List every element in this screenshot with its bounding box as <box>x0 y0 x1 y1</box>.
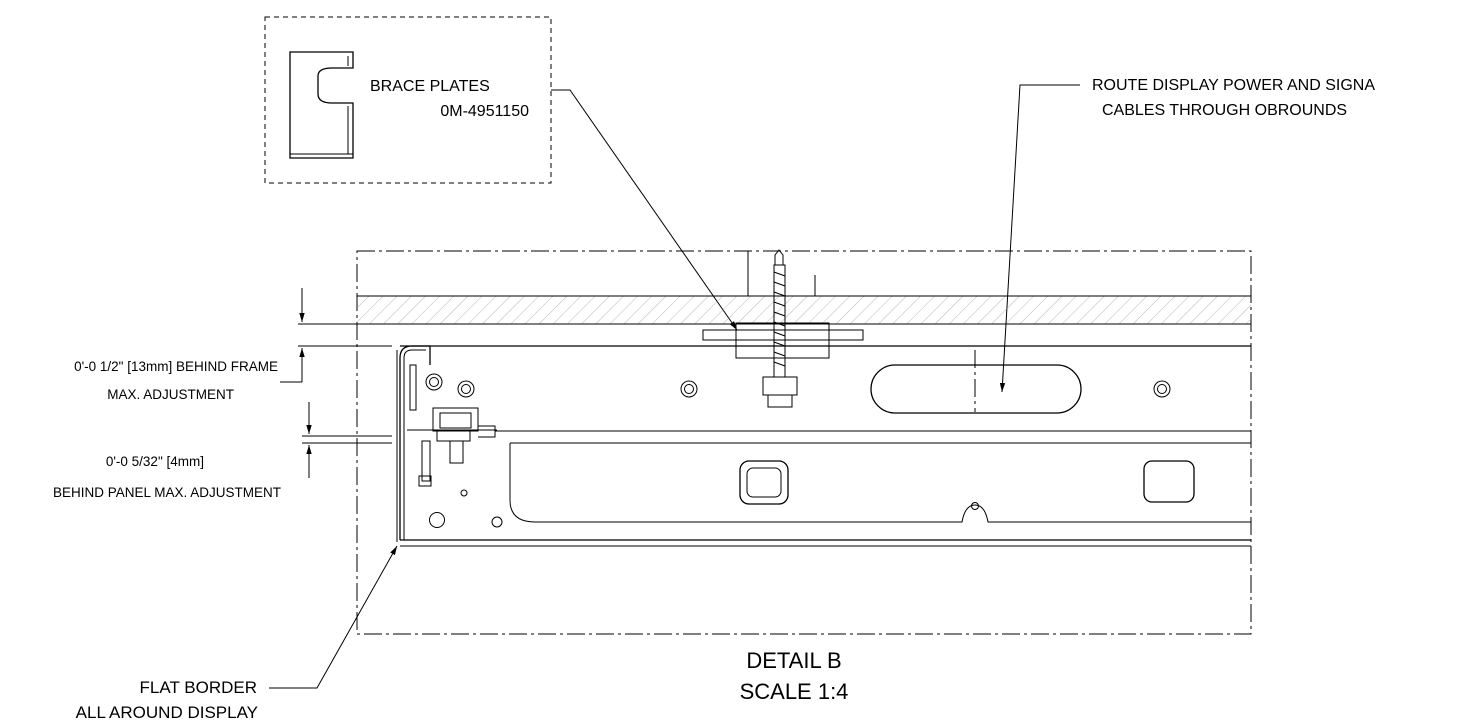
flat-border-leader <box>269 545 398 689</box>
obround <box>870 364 1082 414</box>
brace-plates-label: BRACE PLATES <box>370 78 490 95</box>
brace-plates-part-number: 0M-4951150 <box>440 103 529 120</box>
frame-adjustment-dimension: 0'-0 1/2" [13mm] BEHIND FRAME MAX. ADJUS… <box>74 288 392 402</box>
flat-border-callout: FLAT BORDER ALL AROUND DISPLAY <box>76 545 398 722</box>
frame-adjustment-line2: MAX. ADJUSTMENT <box>107 387 234 402</box>
route-cables-callout: ROUTE DISPLAY POWER AND SIGNA CABLES THR… <box>999 77 1375 393</box>
flat-border-line1: FLAT BORDER <box>140 678 257 697</box>
screw-assembly <box>702 249 864 408</box>
holes-and-obrounds <box>425 350 1195 528</box>
brace-plates-leader <box>551 89 738 331</box>
panel-adjustment-line1: 0'-0 5/32" [4mm] <box>106 454 204 469</box>
panel-adjustment-dimension: 0'-0 5/32" [4mm] BEHIND PANEL MAX. ADJUS… <box>53 402 392 500</box>
brace-plate-shape <box>289 51 354 159</box>
panel-adjustment-line2: BEHIND PANEL MAX. ADJUSTMENT <box>53 485 281 500</box>
route-cables-line1: ROUTE DISPLAY POWER AND SIGNA <box>1092 77 1375 94</box>
brace-plate-inset: BRACE PLATES 0M-4951150 <box>264 16 738 331</box>
frame-adjustment-line1: 0'-0 1/2" [13mm] BEHIND FRAME <box>74 359 278 374</box>
detail-title: DETAIL B <box>746 648 841 673</box>
inset-dashed-border <box>264 16 552 184</box>
detail-scale: SCALE 1:4 <box>740 679 849 704</box>
flat-border-line2: ALL AROUND DISPLAY <box>76 703 258 722</box>
display-frame-lines <box>396 345 1251 547</box>
route-cables-line2: CABLES THROUGH OBROUNDS <box>1102 102 1347 119</box>
route-cables-leader <box>999 84 1080 393</box>
top-frame-member <box>357 251 1251 325</box>
